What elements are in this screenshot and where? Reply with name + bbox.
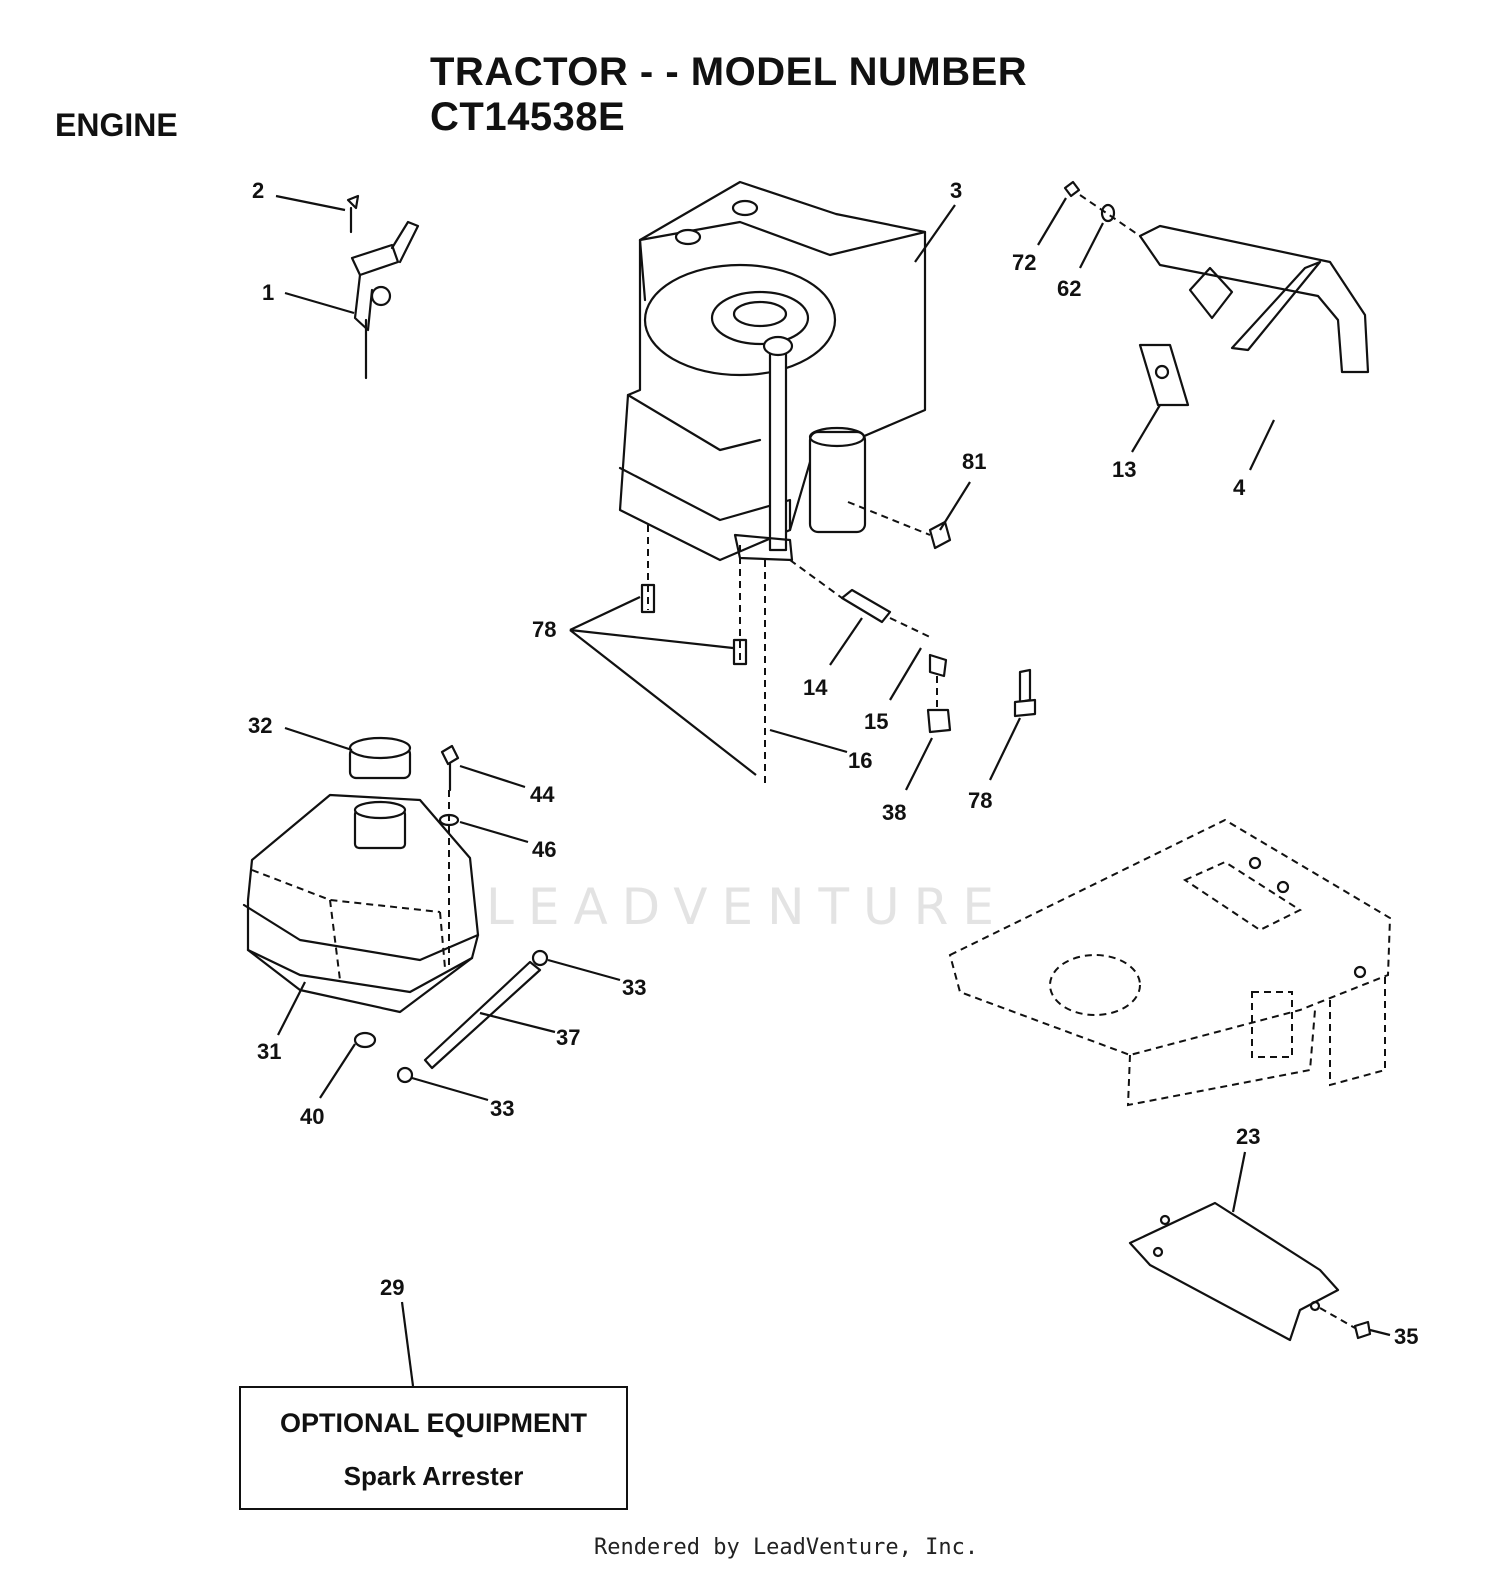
- callout-62: 62: [1057, 276, 1081, 301]
- callout-44: 44: [530, 782, 555, 807]
- callout-33b: 33: [490, 1096, 514, 1121]
- callout-4: 4: [1233, 475, 1246, 500]
- callout-81: 81: [962, 449, 986, 474]
- leader-lines: [275, 194, 1391, 1387]
- callout-33a: 33: [622, 975, 646, 1000]
- callout-32: 32: [248, 713, 272, 738]
- callout-labels: 2 1 3 72 62 13 4 81 78 14 15 16 38 78 32…: [248, 178, 1418, 1349]
- fuel-tank-assembly: [242, 736, 549, 1084]
- diagram-title: TRACTOR - - MODEL NUMBER CT14538E: [430, 50, 1028, 139]
- callout-38: 38: [882, 800, 906, 825]
- heat-shield: [1128, 1201, 1372, 1342]
- callout-15: 15: [864, 709, 888, 734]
- throttle-control: [346, 194, 420, 380]
- callout-78b: 78: [968, 788, 992, 813]
- callout-2: 2: [252, 178, 264, 203]
- callout-13: 13: [1112, 457, 1136, 482]
- callout-16: 16: [848, 748, 872, 773]
- callout-37: 37: [556, 1025, 580, 1050]
- optional-equipment-title: OPTIONAL EQUIPMENT: [279, 1408, 588, 1438]
- callout-29: 29: [380, 1275, 404, 1300]
- optional-equipment-item: Spark Arrester: [343, 1461, 524, 1491]
- optional-equipment-box: OPTIONAL EQUIPMENT Spark Arrester: [239, 1386, 628, 1510]
- fuel-fittings: [640, 501, 1037, 788]
- callout-78a: 78: [532, 617, 556, 642]
- callout-3: 3: [950, 178, 962, 203]
- footer-credit: Rendered by LeadVenture, Inc.: [594, 1535, 979, 1560]
- engine-assembly: [618, 180, 927, 562]
- callout-40: 40: [300, 1104, 324, 1129]
- tractor-frame: [948, 818, 1392, 1107]
- section-heading: ENGINE: [55, 107, 178, 143]
- muffler-assembly: [1063, 180, 1370, 407]
- callout-1: 1: [262, 280, 274, 305]
- callout-35: 35: [1394, 1324, 1418, 1349]
- watermark: LEADVENTURE: [486, 878, 1008, 936]
- callout-72: 72: [1012, 250, 1036, 275]
- callout-14: 14: [803, 675, 828, 700]
- callout-31: 31: [257, 1039, 281, 1064]
- callout-23: 23: [1236, 1124, 1260, 1149]
- callout-46: 46: [532, 837, 556, 862]
